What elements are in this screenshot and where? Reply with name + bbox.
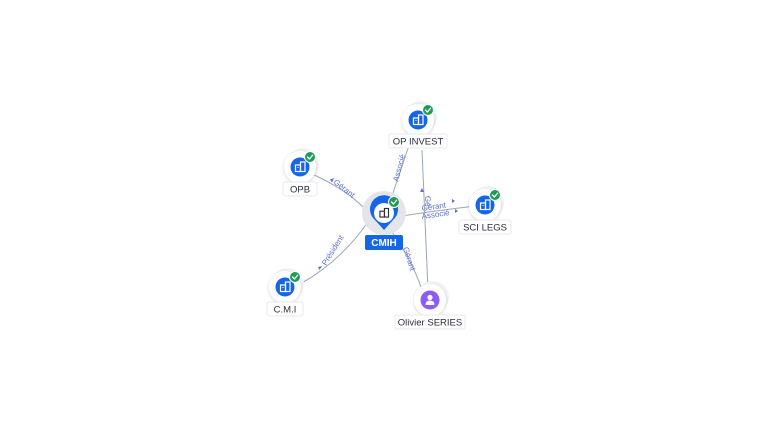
- edge-label-sci-legs-1: Gérant: [421, 201, 447, 213]
- edge-cmi-cmih: Président: [299, 221, 369, 285]
- edge-label-olivier-center: Gérant: [401, 246, 417, 273]
- node-cmih-center[interactable]: CMIH: [362, 191, 406, 250]
- company-icon: [379, 207, 390, 218]
- arrow-icon: [452, 199, 455, 203]
- arrow-icon: [318, 266, 322, 270]
- node-label-cmi: C.M.I: [274, 305, 297, 316]
- edge-label-sci-legs-2: Associé: [421, 208, 451, 221]
- edge-label-cmi: Président: [320, 233, 346, 267]
- edge-label-opb: Gérant: [332, 177, 357, 200]
- node-label-olivier-series: Olivier SERIES: [398, 318, 462, 329]
- node-label-op-invest: OP INVEST: [393, 137, 444, 148]
- verified-check-icon: [288, 270, 302, 284]
- arrow-icon: [420, 188, 424, 192]
- node-label-opb: OPB: [290, 185, 310, 196]
- node-cmi[interactable]: C.M.I: [266, 268, 304, 317]
- node-olivier-series[interactable]: Olivier SERIES: [394, 281, 466, 330]
- arrow-icon: [330, 178, 334, 183]
- edge-label-olivier-op: Gé: [423, 196, 432, 208]
- arrow-icon: [455, 209, 458, 213]
- edge-opb-cmih: Gérant: [311, 173, 369, 213]
- verified-check-icon: [488, 188, 502, 202]
- node-sci-legs[interactable]: SCI LEGS: [458, 186, 512, 235]
- node-op-invest[interactable]: OP INVEST: [388, 101, 448, 149]
- node-label-sci-legs: SCI LEGS: [463, 223, 507, 234]
- verified-check-icon: [303, 150, 317, 164]
- edge-scilegs-cmih: Gérant Associé: [401, 199, 477, 221]
- person-icon: [425, 294, 435, 305]
- edge-olivier-opinvest: Gé: [420, 149, 432, 291]
- node-label-cmih: CMIH: [371, 238, 397, 249]
- verified-check-icon: [421, 103, 435, 117]
- node-opb[interactable]: OPB: [282, 148, 319, 197]
- edge-label-op-invest: Associé: [391, 153, 407, 183]
- verified-check-icon: [387, 195, 401, 209]
